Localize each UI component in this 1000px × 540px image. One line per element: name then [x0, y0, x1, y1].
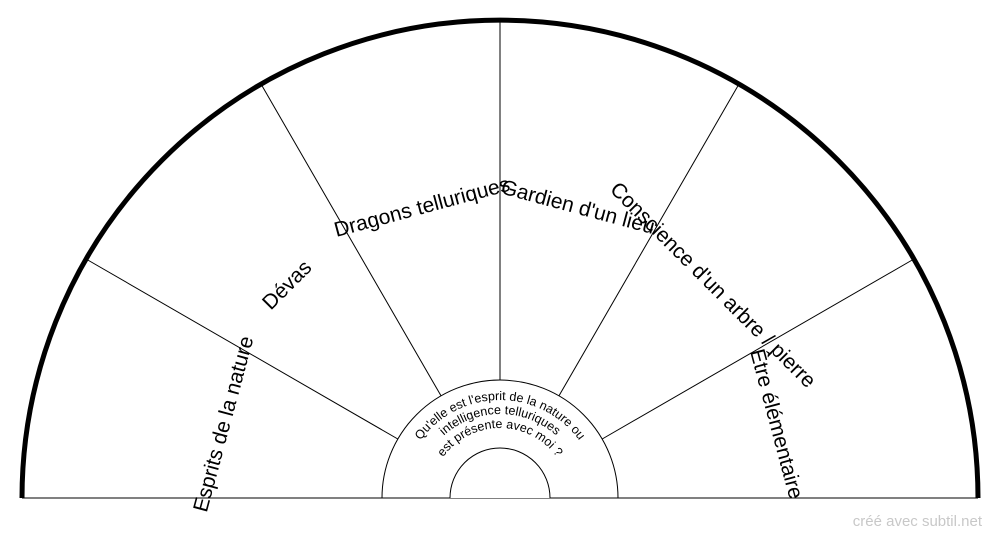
inner-ring-arc [381, 379, 619, 499]
segment-divider [558, 83, 740, 397]
segment-label: Esprits de la nature [189, 334, 258, 515]
credit-text: créé avec subtil.net [852, 513, 982, 530]
segment-divider [260, 83, 442, 397]
segment-label: Dragons telluriques [332, 173, 513, 242]
segment-label: Dévas [258, 256, 316, 314]
segment-divider [601, 258, 915, 440]
center-hole-arc [449, 447, 551, 499]
segment-label: Conscience d'un arbre / pierre [605, 178, 820, 393]
segment-divider [85, 258, 399, 440]
